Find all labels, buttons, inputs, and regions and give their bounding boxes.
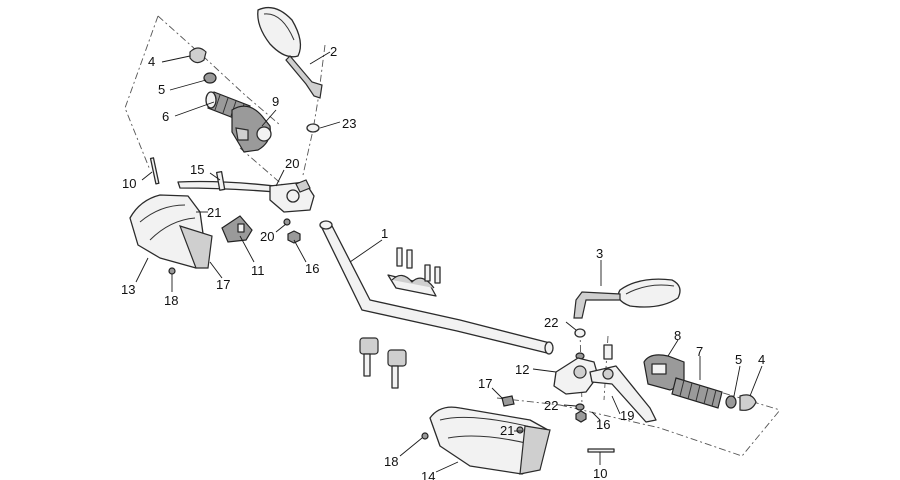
callout-13: 13 [121,282,135,297]
callout-17-right: 17 [478,376,492,391]
callout-18-left: 18 [164,293,178,308]
callout-3: 3 [596,246,603,261]
handlebar-riser-right [387,349,407,389]
callout-9: 9 [272,94,279,109]
callout-11: 11 [251,263,265,278]
lever-master-cylinder [269,179,315,213]
callout-4-left: 4 [148,54,155,69]
callout-22-top: 22 [544,315,558,330]
callout-12: 12 [515,362,529,377]
brake-master-cylinder [553,357,599,395]
screw-21-right [516,426,524,434]
callout-10-left: 10 [122,176,136,191]
callout-7: 7 [696,344,703,359]
mirror-right [573,278,681,319]
callout-4-right: 4 [758,352,765,367]
callout-labels: 2 4 5 6 9 23 20 15 10 21 20 16 11 17 13 … [121,44,765,480]
handguard-left [129,194,213,269]
washer-left [203,72,217,84]
mirror-spacer [306,123,320,133]
callout-5-right: 5 [735,352,742,367]
callout-22-bottom: 22 [544,398,558,413]
callout-8: 8 [674,328,681,343]
screw-18-left [168,267,176,275]
throttle-grip [671,377,723,409]
callout-20-mid: 20 [260,229,274,244]
callout-16-right: 16 [596,417,610,432]
callout-18-right: 18 [384,454,398,469]
brake-lever [589,365,657,423]
callout-23: 23 [342,116,356,131]
switch-clamp [221,215,253,243]
clip-17-right [501,395,515,407]
callout-14: 14 [421,469,435,480]
washer-right [725,395,737,409]
switch-assembly-left [231,105,272,153]
callout-15: 15 [190,162,204,177]
handlebar-riser-left [359,337,379,377]
bolt-10-right [587,448,615,453]
callout-20-top: 20 [285,156,299,171]
callout-5-left: 5 [158,82,165,97]
callout-1: 1 [381,226,388,241]
callout-21-left: 21 [207,205,221,220]
callout-21-right: 21 [500,423,514,438]
callout-16-left: 16 [305,261,319,276]
bar-end-weight-right [739,394,757,411]
clamp-bolts [396,247,441,284]
callout-17-left: 17 [216,277,230,292]
clutch-lever [177,180,277,193]
callout-10-right: 10 [593,466,607,480]
callout-6: 6 [162,109,169,124]
washer-22-lower [575,403,585,411]
handlebar [319,220,554,355]
screw-20 [283,218,291,226]
nut-16-left [287,230,301,244]
leader-lines [135,51,763,473]
mirror-spacer-right [574,328,586,338]
bar-end-weight-left [189,47,207,64]
handguard-right [429,406,551,475]
mirror-left [257,6,323,99]
screw-18-right [421,432,429,440]
callout-19: 19 [620,408,634,423]
lever-bolt [215,170,226,191]
callout-2: 2 [330,44,337,59]
brake-reservoir-fitting [603,344,613,360]
nut-16-right [575,410,587,423]
bolt-10-left [149,157,160,185]
